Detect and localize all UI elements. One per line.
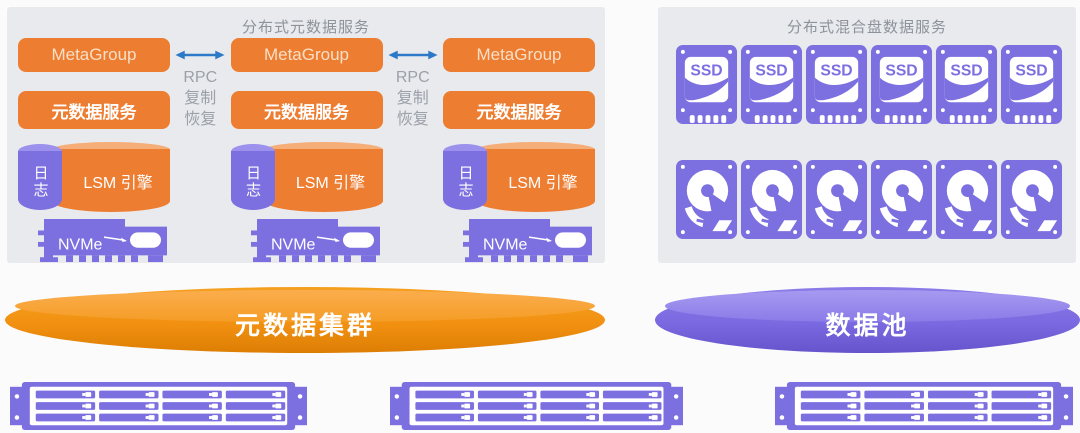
metagroup-column: MetaGroup 元数据服务 LSM 引擎 日志 [230, 38, 383, 263]
lsm-engine-cylinder: LSM 引擎 [52, 142, 170, 212]
hdd-icon [870, 159, 933, 240]
rpc-connector: RPC 复制 恢复 [388, 38, 438, 263]
nvme-card-icon [231, 219, 383, 263]
ssd-icon [805, 44, 868, 125]
metagroup-box: MetaGroup [230, 38, 383, 72]
storage-cylinders: LSM 引擎 日志 [230, 142, 383, 212]
rpc-connector: RPC 复制 恢复 [175, 38, 225, 263]
sync-arrow-icon [175, 50, 225, 60]
lsm-engine-label: LSM 引擎 [83, 174, 153, 192]
log-label: 日志 [456, 164, 474, 199]
lsm-engine-cylinder: LSM 引擎 [477, 142, 595, 212]
metagroup-column: MetaGroup 元数据服务 LSM 引擎 日志 [18, 38, 170, 263]
nvme-card-icon [18, 219, 170, 263]
metadata-cluster-label: 元数据集群 [234, 312, 375, 340]
metadata-service-box: 元数据服务 [18, 91, 170, 129]
nvme-card-icon [443, 219, 595, 263]
metadata-service-panel: 分布式元数据服务 MetaGroup 元数据服务 LSM 引擎 日志 [7, 7, 605, 263]
metagroup-columns: MetaGroup 元数据服务 LSM 引擎 日志 [18, 38, 595, 263]
rpc-label: RPC 复制 恢复 [395, 69, 430, 129]
log-cylinder: 日志 [443, 144, 487, 210]
hdd-icon [740, 159, 803, 240]
data-pool-label: 数据池 [825, 312, 910, 340]
metagroup-box: MetaGroup [18, 38, 170, 72]
right-panel-title: 分布式混合盘数据服务 [786, 19, 947, 36]
storage-cylinders: LSM 引擎 日志 [18, 142, 170, 212]
ssd-icon [1000, 44, 1063, 125]
metadata-service-box: 元数据服务 [443, 91, 595, 129]
hdd-row [675, 159, 1063, 240]
server-rack-icon [10, 382, 307, 430]
lsm-engine-label: LSM 引擎 [295, 174, 366, 192]
hdd-icon [805, 159, 868, 240]
hybrid-disk-panel: 分布式混合盘数据服务 [658, 7, 1076, 263]
metadata-service-box: 元数据服务 [230, 91, 383, 129]
ssd-icon [740, 44, 803, 125]
log-label: 日志 [31, 164, 49, 199]
hdd-icon [1000, 159, 1063, 240]
metagroup-box: MetaGroup [443, 38, 595, 72]
ssd-icon [870, 44, 933, 125]
rpc-label: RPC 复制 恢复 [183, 69, 218, 129]
ssd-icon [675, 44, 738, 125]
lsm-engine-label: LSM 引擎 [508, 174, 578, 192]
ssd-icon [935, 44, 998, 125]
left-panel-title: 分布式元数据服务 [241, 19, 370, 36]
sync-arrow-icon [388, 50, 438, 60]
log-cylinder: 日志 [230, 144, 275, 210]
storage-cylinders: LSM 引擎 日志 [443, 142, 595, 212]
ssd-row [675, 44, 1063, 125]
server-rack-icon [775, 382, 1073, 430]
log-label: 日志 [244, 164, 261, 199]
hdd-icon [935, 159, 998, 240]
metadata-cluster-pool: 元数据集群 [5, 287, 605, 353]
lsm-engine-cylinder: LSM 引擎 [264, 142, 383, 212]
hdd-icon [675, 159, 738, 240]
metagroup-column: MetaGroup 元数据服务 LSM 引擎 日志 [443, 38, 595, 263]
server-rack-icon [390, 382, 683, 430]
data-pool: 数据池 [655, 287, 1080, 353]
log-cylinder: 日志 [18, 144, 62, 210]
